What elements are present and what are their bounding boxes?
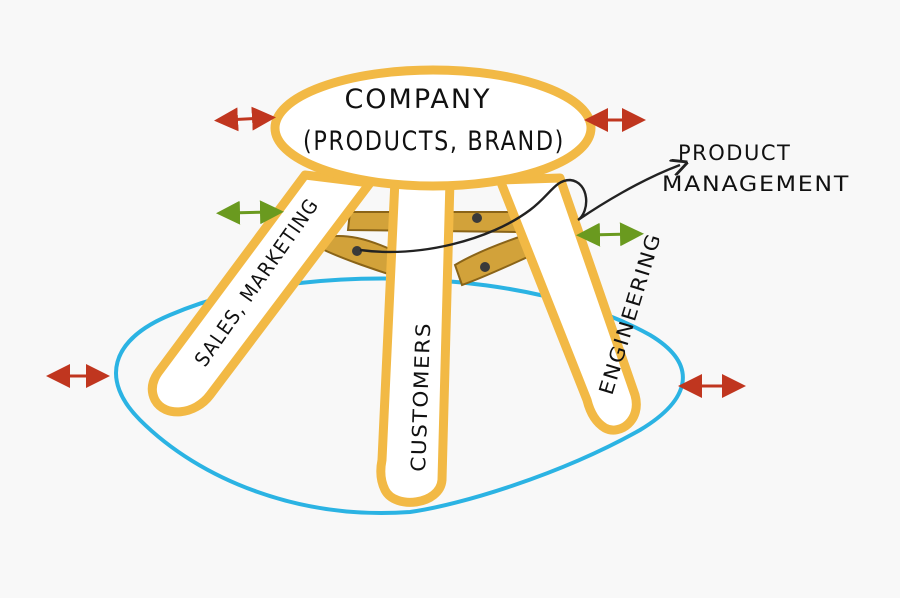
double-arrow-green [216,200,284,225]
brace-joint [472,213,482,223]
product-management-arrow [359,165,680,254]
leg-left [147,170,375,417]
seat-title: COMPANY [344,84,491,115]
double-arrow-red [214,106,276,132]
brace-joint [352,246,362,256]
brace-joint [480,262,490,272]
seat-subtitle: (PRODUCTS, BRAND) [303,126,565,157]
annotation-line-2: MANAGEMENT [662,172,850,196]
annotation-line-1: PRODUCT [678,141,791,165]
double-arrow-green [576,222,644,247]
leg-label-customers: CUSTOMERS [406,321,435,472]
leg-middle [376,175,455,507]
legs [147,170,641,507]
leg-right [495,173,641,435]
